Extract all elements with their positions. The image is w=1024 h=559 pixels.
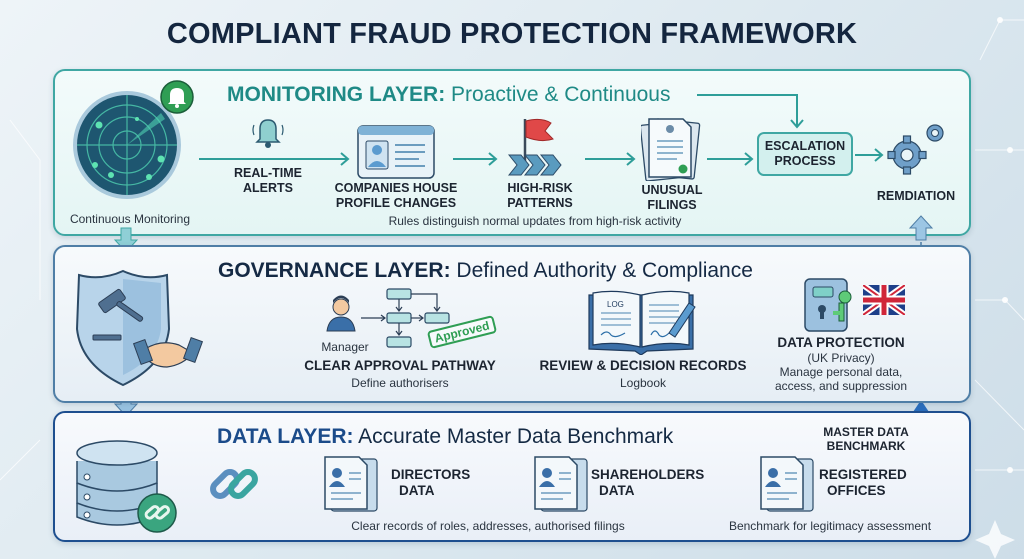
review-records-subtitle: Logbook [619,376,667,390]
logbook-icon: LOG [588,290,696,355]
governance-layer-title: GOVERNANCE LAYER: Defined Authority & Co… [218,259,753,283]
profile-card-icon [357,125,435,179]
monitoring-title-rest: Proactive & Continuous [445,83,671,106]
uk-flag-icon [863,285,905,315]
approval-pathway-subtitle: Define authorisers [351,376,449,390]
data-protection-description: Manage personal data,access, and suppres… [774,365,908,394]
data-protection-subtitle: (UK Privacy) [807,351,875,365]
remediation-label: REMDIATION [876,189,956,203]
monitoring-layer: MONITORING LAYER: Proactive & Continuous… [53,69,971,236]
gears-icon [887,124,944,175]
data-title-bold: DATA LAYER: [217,425,354,448]
monitoring-layer-title: MONITORING LAYER: Proactive & Continuous [227,83,670,107]
governance-title-rest: Defined Authority & Compliance [450,259,753,282]
notification-bell-badge-icon [160,80,194,114]
registered-offices-document-icon [760,456,814,512]
safe-key-icon [804,278,852,332]
approval-flowchart-icon [326,288,450,348]
data-title-rest: Accurate Master Data Benchmark [353,425,674,448]
monitoring-flow-arrows [199,94,884,166]
database-icon [76,440,177,533]
manager-label: Manager [321,340,369,354]
rules-note: Rules distinguish normal updates from hi… [388,214,682,228]
documents-icon [641,118,701,181]
chain-link-icon [210,469,258,499]
monitoring-title-bold: MONITORING LAYER: [227,83,446,106]
records-note: Clear records of roles, addresses, autho… [351,519,625,533]
approval-pathway-title: CLEAR APPROVAL PATHWAY [304,358,496,373]
governance-title-bold: GOVERNANCE LAYER: [218,259,451,282]
bell-icon [252,119,284,148]
shield-gavel-handshake-icon [75,269,204,387]
review-records-title: REVIEW & DECISION RECORDS [539,358,747,373]
page-title: COMPLIANT FRAUD PROTECTION FRAMEWORK [166,18,858,50]
directors-document-icon [324,456,378,512]
shareholders-document-icon [534,456,588,512]
governance-layer: GOVERNANCE LAYER: Defined Authority & Co… [53,245,971,403]
data-layer: DATA LAYER: Accurate Master Data Benchma… [53,411,971,542]
benchmark-note: Benchmark for legitimacy assessment [728,519,932,533]
radar-icon [73,91,181,199]
red-flag-icon [507,118,562,176]
log-text: LOG [607,300,624,309]
data-layer-title: DATA LAYER: Accurate Master Data Benchma… [217,425,673,449]
radar-caption: Continuous Monitoring [69,212,191,226]
data-protection-title: DATA PROTECTION [777,335,905,350]
